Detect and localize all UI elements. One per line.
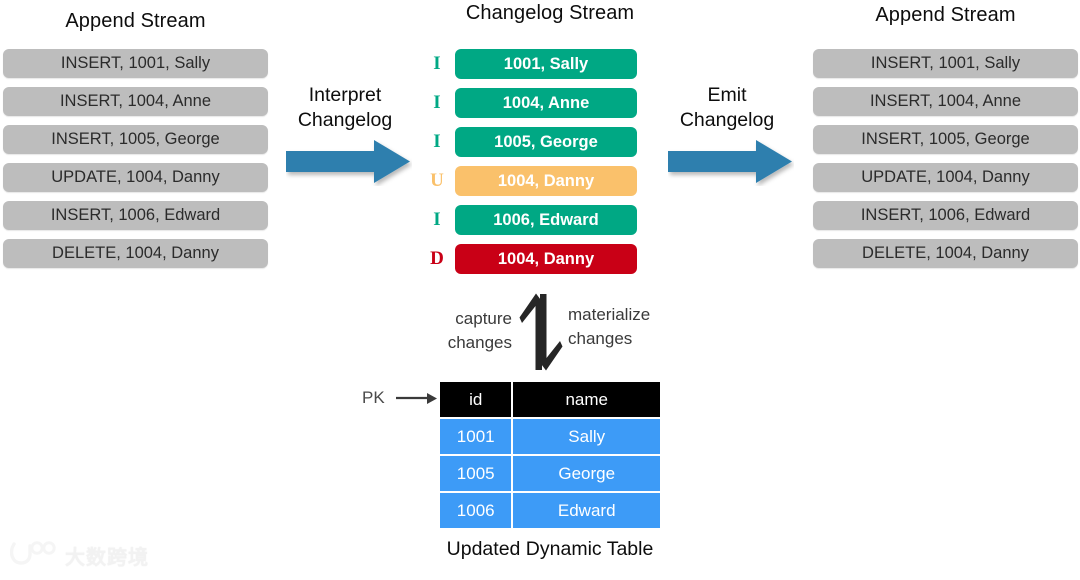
emit-label-line2: Changelog [679, 109, 775, 131]
materialize-label-line1: materialize [568, 305, 651, 324]
table-caption: Updated Dynamic Table [446, 538, 654, 560]
changelog-op-i: I [433, 53, 441, 74]
materialize-changes-label: materialize changes [568, 303, 708, 351]
append-row: UPDATE, 1004, Danny [813, 163, 1078, 192]
append-row: INSERT, 1004, Anne [3, 87, 268, 116]
changelog-op-u: U [430, 170, 444, 191]
table-cell-id: 1001 [440, 417, 514, 454]
changelog-op-i: I [433, 92, 441, 113]
watermark: 大数跨境 [9, 540, 149, 571]
watermark-logo-icon [9, 540, 58, 571]
changelog-row-pill: 1004, Danny [455, 166, 637, 196]
table-cell-name: George [513, 454, 660, 491]
append-row: DELETE, 1004, Danny [3, 239, 268, 268]
append-row: UPDATE, 1004, Danny [3, 163, 268, 192]
append-row: INSERT, 1001, Sally [3, 49, 268, 78]
capture-materialize-arrows-icon [519, 292, 565, 377]
capture-changes-label: capture changes [406, 307, 512, 355]
changelog-row: I 1005, George [424, 127, 639, 157]
changelog-row: D 1004, Danny [424, 244, 639, 274]
emit-changelog-label: Emit Changelog [652, 83, 802, 133]
changelog-op-i: I [433, 209, 441, 230]
changelog-op-d: D [430, 248, 444, 269]
changelog-row: I 1004, Anne [424, 88, 639, 118]
pk-label: PK [362, 388, 385, 407]
pk-arrow-icon [396, 390, 440, 413]
append-row: INSERT, 1006, Edward [3, 201, 268, 230]
capture-label-line2: changes [447, 333, 512, 352]
changelog-row-pill: 1001, Sally [455, 49, 637, 79]
table-cell-id: 1005 [440, 454, 514, 491]
right-column-title: Append Stream [875, 4, 1016, 26]
append-row: INSERT, 1005, George [813, 125, 1078, 154]
append-row: DELETE, 1004, Danny [813, 239, 1078, 268]
interpret-changelog-arrow-icon [286, 140, 412, 191]
table-cell-name: Sally [513, 417, 660, 454]
append-row: INSERT, 1005, George [3, 125, 268, 154]
table-cell-name: Edward [513, 491, 660, 528]
materialize-label-line2: changes [568, 329, 633, 348]
left-column-title: Append Stream [65, 10, 206, 32]
changelog-row: I 1001, Sally [424, 49, 639, 79]
table-cell-id: 1006 [440, 491, 514, 528]
changelog-row: U 1004, Danny [424, 166, 639, 196]
interpret-label-line1: Interpret [308, 84, 382, 106]
interpret-changelog-label: Interpret Changelog [270, 83, 420, 133]
changelog-row-pill: 1005, George [455, 127, 637, 157]
center-column-title: Changelog Stream [465, 2, 635, 24]
interpret-label-line2: Changelog [297, 109, 393, 131]
capture-label-line1: capture [455, 309, 512, 328]
emit-label-line1: Emit [707, 84, 747, 106]
watermark-text: 大数跨境 [65, 547, 149, 569]
append-row: INSERT, 1004, Anne [813, 87, 1078, 116]
changelog-row-pill: 1004, Anne [455, 88, 637, 118]
changelog-row: I 1006, Edward [424, 205, 639, 235]
append-row: INSERT, 1001, Sally [813, 49, 1078, 78]
changelog-row-pill: 1004, Danny [455, 244, 637, 274]
table-header-id: id [440, 382, 514, 417]
emit-changelog-arrow-icon [668, 140, 794, 191]
changelog-op-i: I [433, 131, 441, 152]
table-header-name: name [513, 382, 660, 417]
append-row: INSERT, 1006, Edward [813, 201, 1078, 230]
table-header-row: id name [440, 382, 660, 417]
changelog-row-pill: 1006, Edward [455, 205, 637, 235]
